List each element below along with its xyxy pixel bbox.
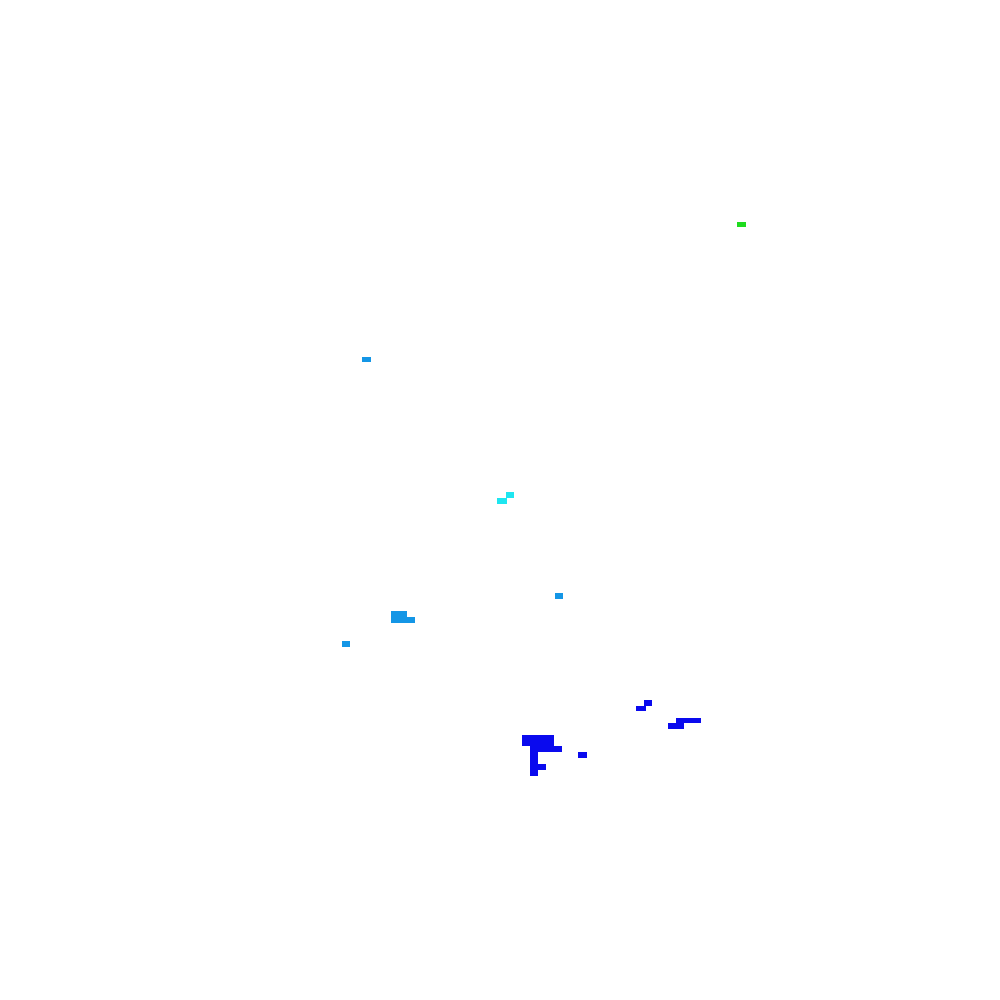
green-speck	[737, 222, 746, 227]
pixel-block	[362, 357, 371, 362]
pixel-block	[405, 617, 415, 623]
pixel-block	[342, 641, 350, 647]
pixel-block	[530, 758, 538, 764]
pixel-block	[555, 593, 563, 599]
pixel-block	[530, 746, 562, 752]
pixel-clusters	[342, 222, 746, 776]
pixel-block	[578, 752, 587, 758]
pixel-block	[676, 718, 701, 723]
blue-speck-lower	[578, 752, 587, 758]
pixel-block	[644, 700, 652, 706]
blue-blob-main	[522, 735, 562, 776]
pixel-block	[668, 723, 684, 729]
pixel-block	[530, 770, 538, 776]
pixel-block	[530, 752, 538, 758]
cyan-pair-center	[497, 492, 514, 504]
sky-blue-blob-left	[391, 611, 415, 623]
pixel-block	[497, 498, 507, 504]
pixel-block	[391, 611, 407, 623]
blue-streak-right	[668, 718, 701, 729]
sky-blue-speck-left	[342, 641, 350, 647]
pixel-block	[522, 741, 554, 746]
pixel-block	[636, 706, 646, 711]
pixel-block	[530, 764, 546, 770]
pixel-block	[737, 222, 746, 227]
blue-flecks-right	[636, 700, 652, 711]
sky-blue-speck-upper-left	[362, 357, 371, 362]
sky-blue-speck-center	[555, 593, 563, 599]
pixel-block	[506, 492, 514, 498]
pixel-block	[522, 735, 554, 741]
